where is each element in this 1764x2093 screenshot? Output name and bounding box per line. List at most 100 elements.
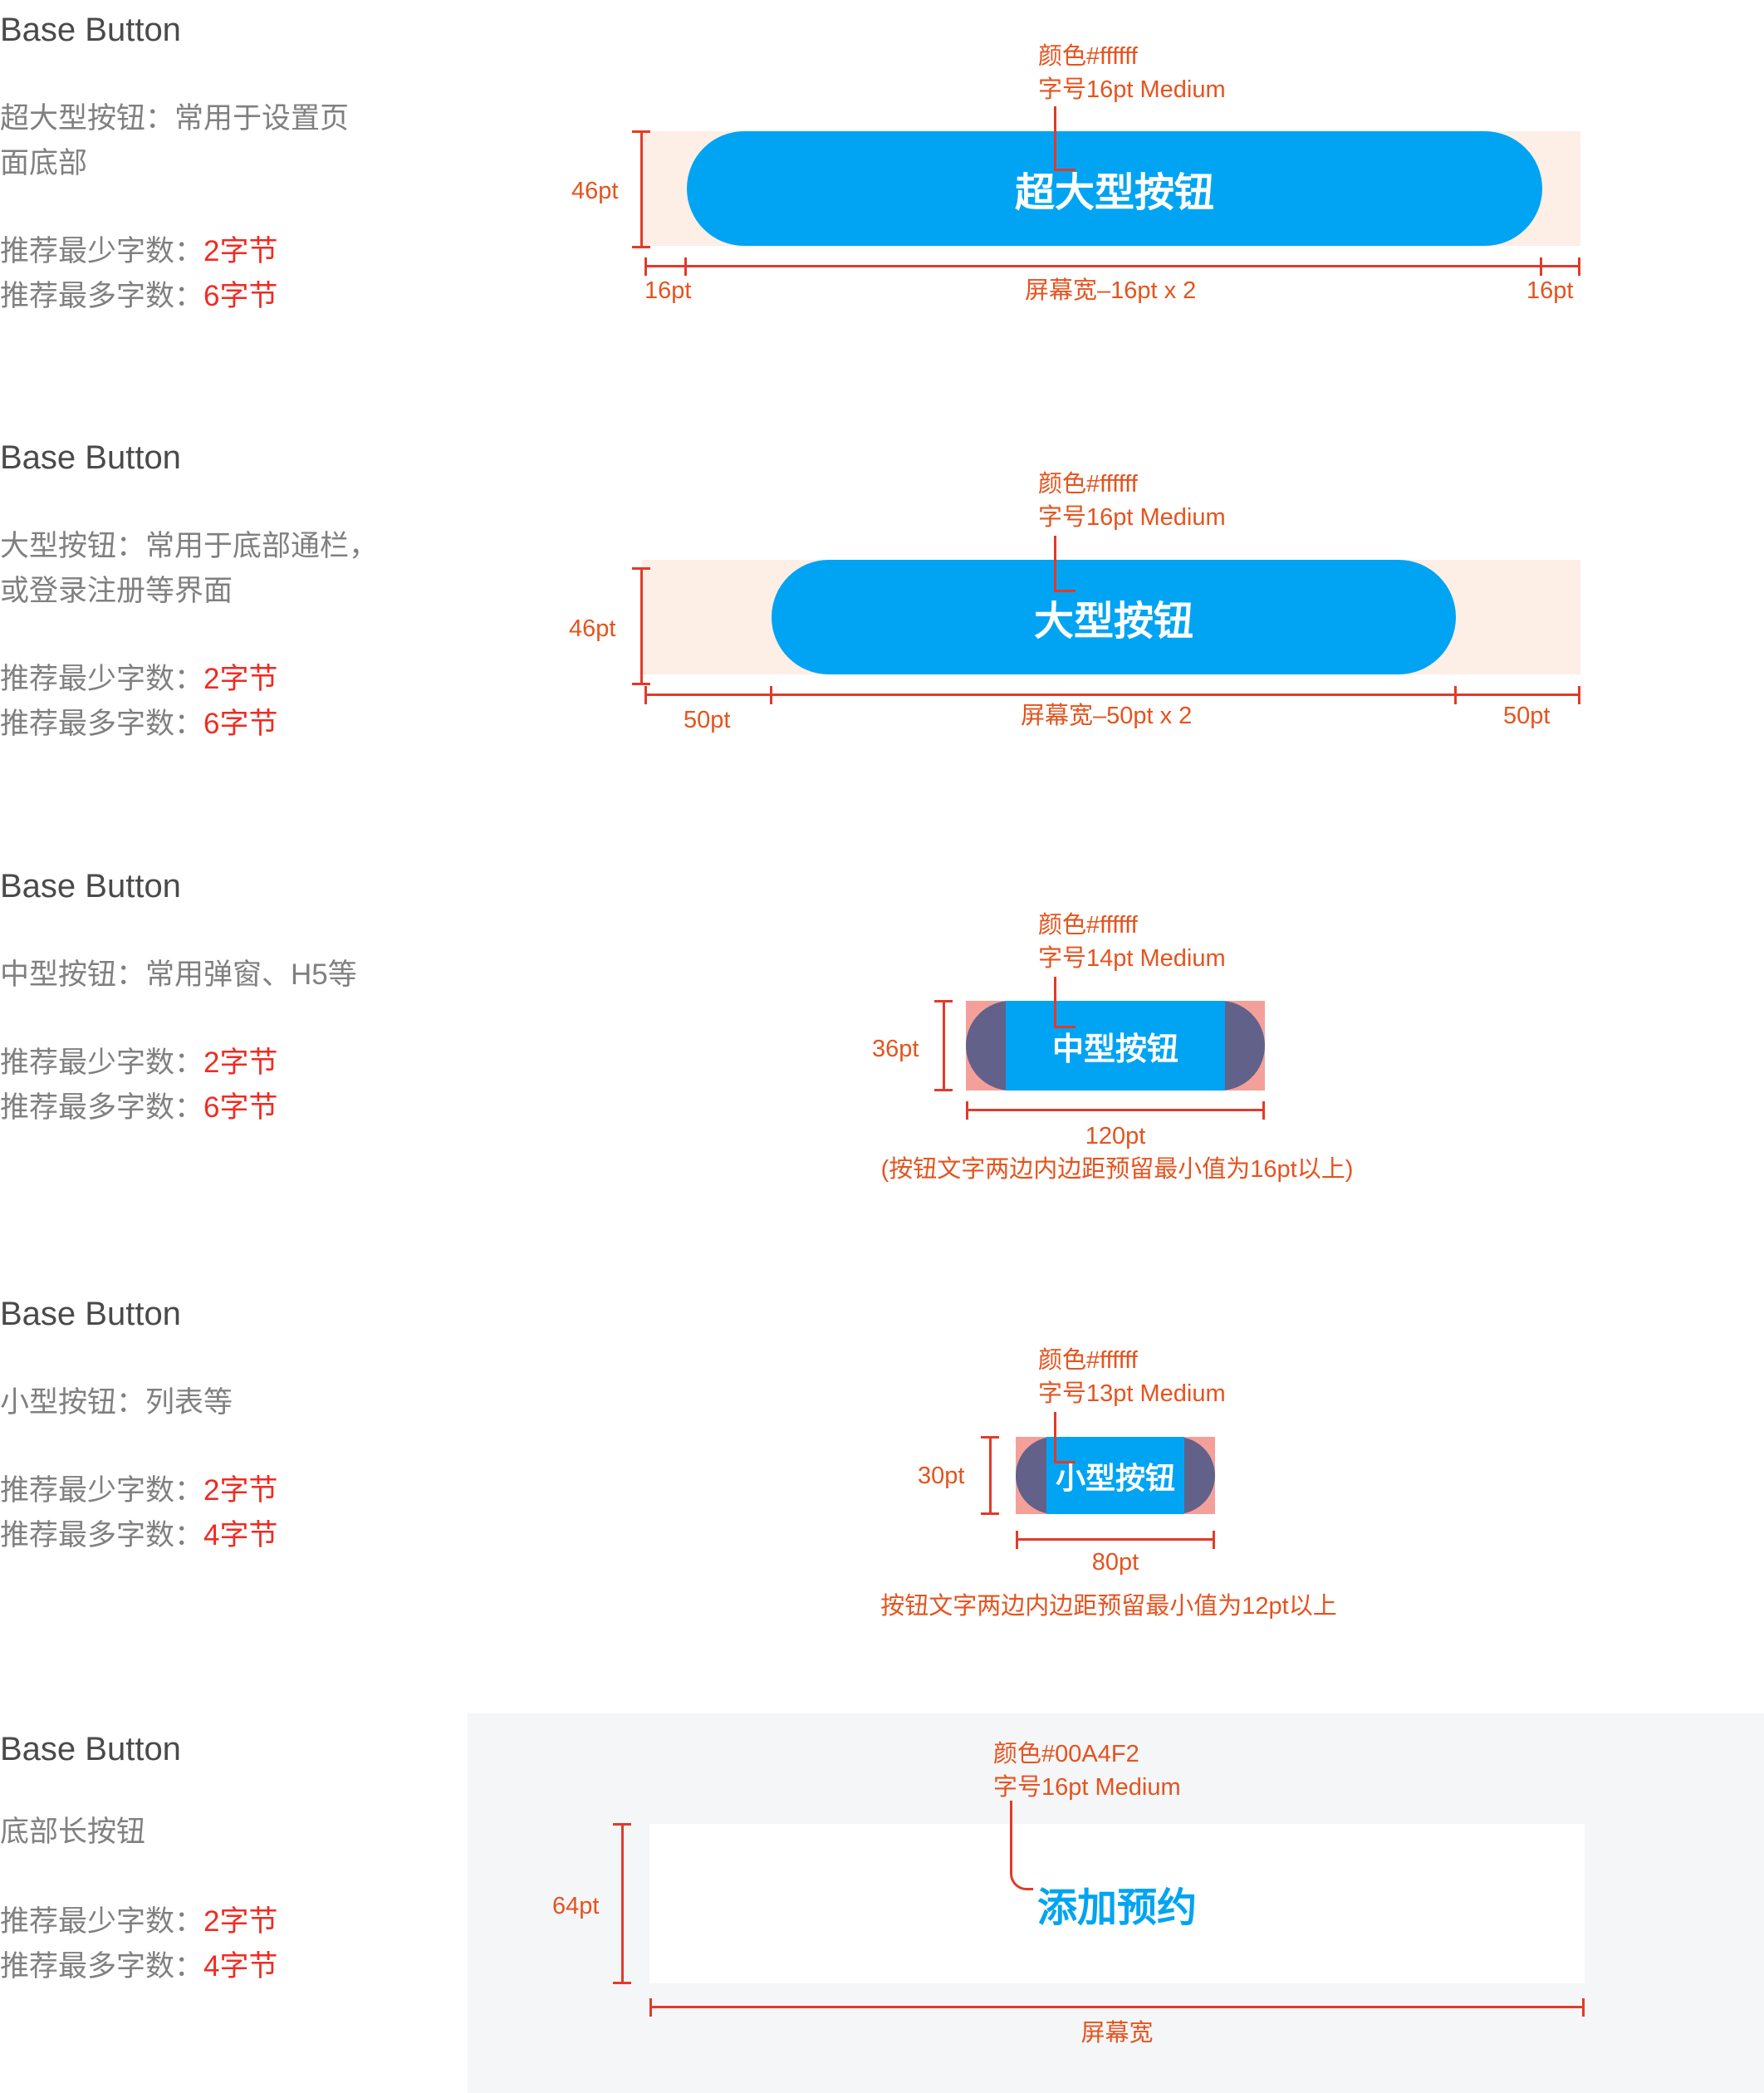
annotation-font: 字号16pt Medium (1038, 76, 1226, 103)
recommend-max: 推荐最多字数：6字节 (0, 1086, 277, 1130)
recommend-min-value: 2字节 (203, 235, 278, 267)
recommend-max-label: 推荐最多字数： (0, 280, 204, 312)
height-measure-line (640, 131, 643, 248)
annotation-color: 颜色#00A4F2 (993, 1741, 1139, 1767)
section-title: Base Button (0, 868, 181, 904)
height-measure-line (943, 1001, 945, 1091)
large-button[interactable]: 大型按钮 (772, 560, 1456, 674)
recommend-min-value: 2字节 (203, 1474, 278, 1507)
height-measure-cap (632, 130, 650, 133)
height-measure-line (640, 568, 643, 684)
section-title: Base Button (0, 1731, 181, 1767)
height-measure-cap (632, 567, 650, 570)
annotation-leader (1054, 536, 1076, 592)
recommend-max-label: 推荐最多字数： (0, 1950, 204, 1983)
height-label: 46pt (571, 178, 619, 204)
width-measure-tick (1578, 257, 1580, 276)
padding-note: 按钮文字两边内边距预留最小值为12pt以上 (880, 1593, 1337, 1620)
recommend-max-label: 推荐最多字数： (0, 1091, 204, 1124)
height-measure-cap (934, 1000, 953, 1002)
right-margin-label: 50pt (1503, 703, 1551, 729)
annotation-leader (1054, 1412, 1076, 1463)
height-measure-line (621, 1824, 624, 1983)
height-label: 46pt (569, 615, 616, 642)
description-line: 或登录注册等界面 (0, 575, 233, 607)
recommend-max-value: 4字节 (203, 1519, 278, 1551)
recommend-min: 推荐最少字数：2字节 (0, 229, 277, 274)
width-measure-tick (1016, 1531, 1018, 1549)
width-measure-tick (1262, 1101, 1265, 1120)
small-button[interactable]: 小型按钮 (1046, 1437, 1184, 1514)
width-label: 屏幕宽–16pt x 2 (1025, 277, 1197, 304)
left-margin-label: 16pt (644, 277, 692, 304)
annotation-leader (1054, 106, 1076, 171)
height-measure-cap (632, 246, 650, 248)
recommend-min: 推荐最少字数：2字节 (0, 1899, 277, 1944)
width-measure-line (649, 2006, 1585, 2008)
width-measure-tick (1540, 257, 1542, 276)
width-measure-line (644, 265, 1580, 267)
recommend-max-value: 6字节 (203, 280, 278, 312)
width-measure-tick (770, 686, 772, 704)
recommend-max-label: 推荐最多字数： (0, 708, 204, 740)
recommend-max-label: 推荐最多字数： (0, 1519, 204, 1551)
recommend-min: 推荐最少字数：2字节 (0, 1041, 277, 1086)
recommend-min: 推荐最少字数：2字节 (0, 1468, 277, 1513)
height-measure-cap (613, 1982, 631, 1984)
right-margin-label: 16pt (1526, 277, 1574, 304)
padding-note: (按钮文字两边内边距预留最小值为16pt以上) (880, 1156, 1354, 1183)
left-margin-label: 50pt (684, 707, 731, 733)
recommend-min-label: 推荐最少字数： (0, 235, 204, 267)
height-measure-line (989, 1437, 992, 1514)
annotation-color: 颜色#ffffff (1038, 1347, 1138, 1374)
width-label: 屏幕宽 (1080, 2020, 1154, 2046)
recommend-max: 推荐最多字数：6字节 (0, 274, 277, 319)
section-title: Base Button (0, 12, 181, 48)
width-measure-tick (1454, 686, 1457, 704)
medium-button[interactable]: 中型按钮 (1006, 1001, 1225, 1091)
description-line: 中型按钮：常用弹窗、H5等 (0, 958, 357, 991)
height-measure-cap (632, 683, 650, 685)
description-line: 大型按钮：常用于底部通栏， (0, 530, 379, 562)
recommend-min-label: 推荐最少字数： (0, 1046, 204, 1079)
annotation-font: 字号16pt Medium (1038, 504, 1226, 531)
recommend-min-label: 推荐最少字数： (0, 1474, 204, 1507)
recommend-min-label: 推荐最少字数： (0, 1905, 204, 1938)
recommend-max: 推荐最多字数：4字节 (0, 1513, 277, 1558)
height-label: 30pt (918, 1463, 965, 1489)
height-measure-cap (981, 1512, 999, 1515)
recommend-max-value: 6字节 (203, 708, 278, 740)
annotation-color: 颜色#ffffff (1038, 43, 1138, 70)
description-line: 底部长按钮 (0, 1816, 146, 1848)
recommend-max-value: 4字节 (203, 1950, 278, 1983)
section-title: Base Button (0, 1296, 181, 1332)
width-measure-tick (644, 686, 647, 704)
width-measure-line (644, 694, 1580, 696)
annotation-leader (1054, 977, 1076, 1028)
height-label: 64pt (552, 1893, 600, 1919)
width-measure-line (966, 1109, 1265, 1111)
width-measure-tick (1582, 1998, 1585, 2017)
width-measure-tick (644, 257, 647, 276)
extra-large-button[interactable]: 超大型按钮 (687, 131, 1542, 246)
bottom-long-button[interactable]: 添加预约 (649, 1824, 1585, 1983)
height-measure-cap (981, 1436, 999, 1439)
annotation-font: 字号14pt Medium (1038, 945, 1226, 972)
recommend-min-label: 推荐最少字数： (0, 663, 204, 695)
annotation-color: 颜色#ffffff (1038, 912, 1138, 939)
annotation-leader (1010, 1801, 1033, 1890)
section-title: Base Button (0, 439, 181, 476)
width-measure-line (1016, 1538, 1215, 1541)
recommend-min: 推荐最少字数：2字节 (0, 657, 277, 702)
height-label: 36pt (872, 1036, 919, 1062)
recommend-min-value: 2字节 (203, 663, 278, 695)
width-measure-tick (684, 257, 687, 276)
recommend-max-value: 6字节 (203, 1091, 278, 1124)
width-measure-tick (966, 1101, 968, 1120)
recommend-min-value: 2字节 (203, 1905, 278, 1938)
description-line: 超大型按钮：常用于设置页 (0, 102, 350, 135)
description-line: 小型按钮：列表等 (0, 1386, 233, 1419)
height-measure-cap (613, 1823, 631, 1826)
annotation-font: 字号13pt Medium (1038, 1380, 1226, 1407)
annotation-color: 颜色#ffffff (1038, 471, 1138, 498)
